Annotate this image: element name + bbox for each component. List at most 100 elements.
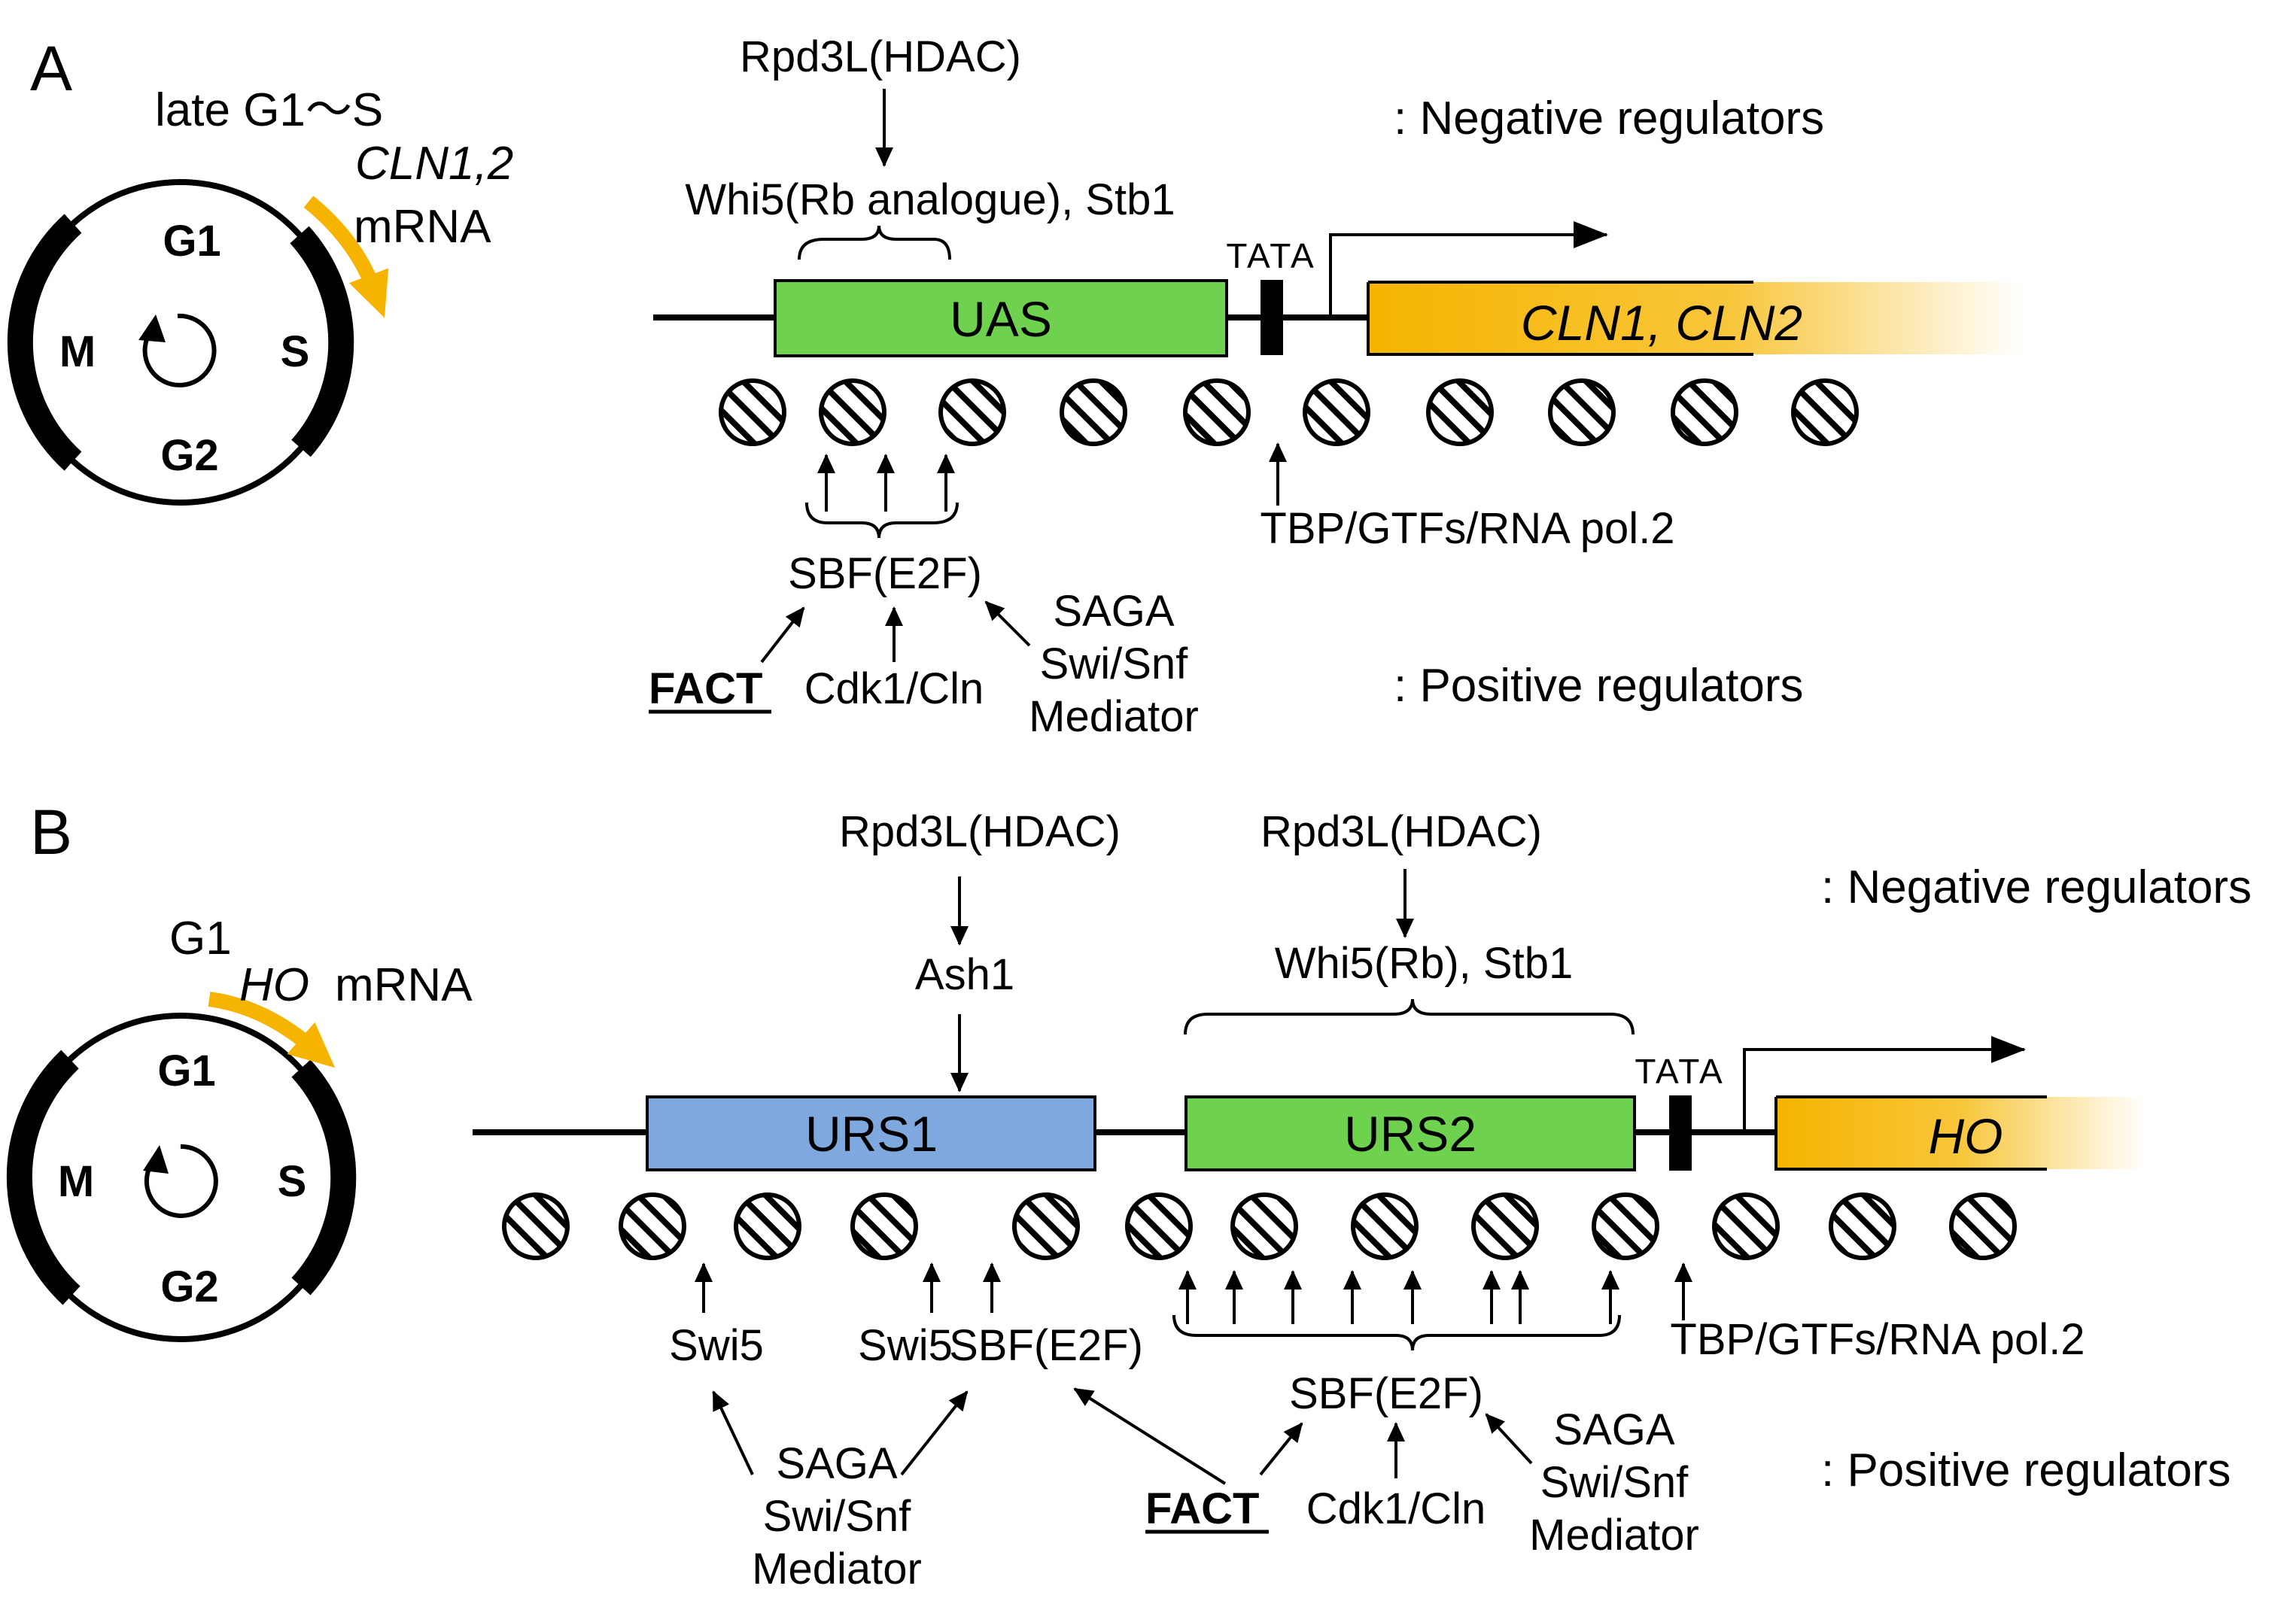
nucleosome (1829, 1192, 1896, 1260)
uas-box (774, 279, 1228, 357)
mrna-timing-arrow (303, 196, 389, 318)
phase-g1: G1 (163, 217, 220, 266)
coact-right-arrow (1485, 1413, 1533, 1465)
ho-gene-label: HO (1929, 1108, 2003, 1164)
nucleosome (1012, 1192, 1080, 1260)
coact-mediator-a: Mediator (1029, 692, 1199, 741)
tss-arrow-a (1329, 221, 1608, 316)
sbf-label-b: SBF(E2F) (1289, 1369, 1483, 1418)
sbf-brace-a (805, 502, 959, 539)
mrna-gene-label-b: HO (239, 959, 309, 1011)
repressors-brace-b (1184, 998, 1635, 1035)
nucleosome (502, 1192, 570, 1260)
nucleosome (1949, 1192, 2017, 1260)
coact-right-saga: SAGA (1553, 1405, 1674, 1454)
coact-left-saga: SAGA (776, 1439, 897, 1488)
mrna-word-label: mRNA (354, 201, 491, 253)
tata-box-a (1261, 280, 1283, 355)
tbp-label-a: TBP/GTFs/RNA pol.2 (1260, 504, 1674, 553)
nucleosome (819, 378, 886, 446)
fact-label-a: FACT (649, 664, 762, 713)
nucleosome (1712, 1192, 1780, 1260)
tata-label-a: TATA (1226, 236, 1315, 275)
nucleosomes-b (502, 1192, 2017, 1260)
hdac2-label: Rpd3L(HDAC) (1261, 807, 1542, 856)
nucleosome (1125, 1192, 1193, 1260)
nucleosome (1426, 378, 1494, 446)
cell-cycle-b: G1 S G2 M G1 HO mRNA (6, 913, 473, 1342)
cln-gene-outline (1367, 281, 1753, 356)
hdac-label: Rpd3L(HDAC) (740, 32, 1021, 81)
tata-label-b: TATA (1635, 1052, 1724, 1091)
cln-gene-label: CLN1, CLN2 (1521, 295, 1802, 351)
cycle-s-arc (290, 226, 354, 457)
panel-a-letter: A (30, 33, 72, 104)
coact-right-mediator: Mediator (1529, 1511, 1699, 1560)
coact-left-arrow-1 (712, 1390, 754, 1475)
nucleosome (1183, 378, 1251, 446)
nucleosome (1671, 378, 1738, 446)
nucleosome (1351, 1192, 1419, 1260)
ash1-label: Ash1 (915, 950, 1014, 999)
coact-left-swisnf: Swi/Snf (763, 1492, 912, 1541)
tss-arrow-b (1743, 1036, 2026, 1131)
swi5-label-2: Swi5 (858, 1321, 953, 1370)
repressors-label-b: Whi5(Rb), Stb1 (1275, 939, 1573, 988)
sbf-label-a: SBF(E2F) (788, 549, 982, 598)
nucleosome (1791, 378, 1859, 446)
repressors-brace (798, 225, 951, 260)
nucleosome (1548, 378, 1616, 446)
coact-arrow-a (984, 600, 1031, 647)
mrna-word-label-b: mRNA (335, 959, 473, 1011)
urs1-label: URS1 (805, 1106, 938, 1162)
nucleosome (619, 1192, 686, 1260)
cycle-s-arc-b (291, 1059, 357, 1296)
nucleosomes-a (719, 378, 1859, 446)
cdk-label-a: Cdk1/Cln (804, 664, 984, 713)
phase-s: S (281, 327, 310, 376)
ho-gene-box (1776, 1097, 2145, 1169)
urs2-box (1184, 1095, 1636, 1171)
coact-left-mediator: Mediator (752, 1545, 922, 1593)
negative-regulators-label-b: : Negative regulators (1821, 861, 2252, 913)
tbp-label-b: TBP/GTFs/RNA pol.2 (1670, 1315, 2085, 1364)
nucleosome (1592, 1192, 1659, 1260)
cycle-inner-arrow-b (144, 1144, 218, 1218)
urs2-binding-arrows (1178, 1270, 1619, 1324)
cycle-m-arc-b (6, 1050, 81, 1305)
sbf-brace-b (1172, 1314, 1621, 1351)
repressors-label: Whi5(Rb analogue), Stb1 (685, 175, 1175, 224)
fact-arrow-a (760, 606, 805, 664)
cln-gene-box (1368, 282, 2023, 354)
urs1-box (646, 1095, 1096, 1171)
coact-saga-a: SAGA (1053, 587, 1174, 636)
nucleosome (850, 1192, 918, 1260)
panel-b: B G1 S G2 M G1 HO mRNA Rpd3L(HDAC) Ash1 … (6, 797, 2252, 1593)
phase-g2-b: G2 (160, 1262, 218, 1311)
nucleosome (734, 1192, 801, 1260)
nucleosome (1230, 1192, 1298, 1260)
uas-label: UAS (950, 291, 1052, 347)
nucleosome (1060, 378, 1127, 446)
negative-regulators-label: : Negative regulators (1394, 93, 1824, 144)
coact-swisnf-a: Swi/Snf (1040, 639, 1189, 688)
urs2-label: URS2 (1344, 1106, 1476, 1162)
swi5-label-1: Swi5 (669, 1321, 764, 1370)
phase-g2: G2 (160, 431, 218, 480)
cycle-inner-arrow (142, 313, 217, 387)
panel-b-letter: B (30, 797, 72, 867)
phase-s-b: S (278, 1157, 307, 1206)
positive-regulators-label-a: : Positive regulators (1394, 660, 1803, 712)
cdk-label-b: Cdk1/Cln (1306, 1484, 1486, 1533)
cycle-inner-arrowhead-b (143, 1145, 169, 1174)
cycle-m-arc (7, 214, 82, 471)
cycle-time-label-b: G1 (169, 913, 232, 965)
ho-gene-outline (1774, 1095, 2047, 1171)
cycle-inner-arrowhead (138, 314, 166, 342)
mrna-gene-label: CLN1,2 (355, 138, 513, 190)
phase-m-b: M (58, 1157, 94, 1206)
phase-g1-b: G1 (157, 1047, 215, 1095)
nucleosome (938, 378, 1006, 446)
nucleosome (719, 378, 786, 446)
